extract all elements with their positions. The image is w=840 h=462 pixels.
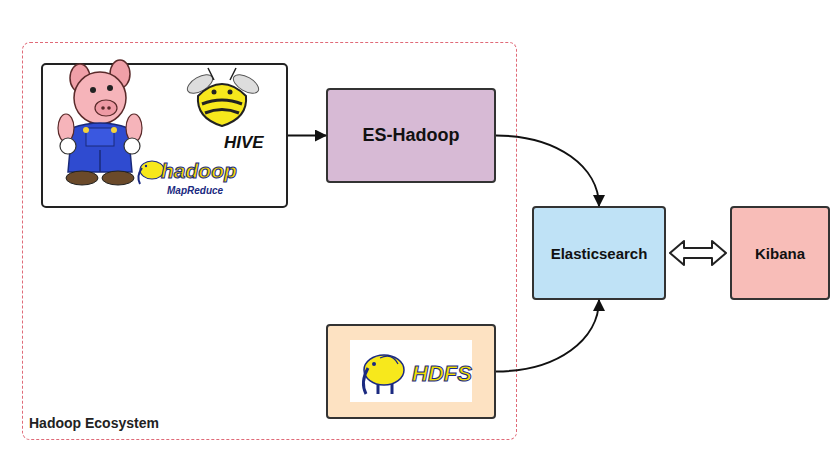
flow-arrow xyxy=(496,300,599,372)
hdfs-logo-text: HDFS xyxy=(412,361,472,387)
box-label: Elasticsearch xyxy=(551,245,648,262)
process-box: ES-Hadoop xyxy=(326,88,496,183)
hadoop-logo-text: hadoop xyxy=(161,159,237,183)
double-arrow xyxy=(670,241,726,265)
process-box: Elasticsearch xyxy=(532,206,666,300)
flow-arrow xyxy=(288,135,326,137)
process-box: Kibana xyxy=(730,206,830,300)
logo-box: HIVE hadoopMapReduce xyxy=(41,63,288,208)
mapreduce-logo-text: MapReduce xyxy=(167,185,223,196)
group-boundary: Hadoop Ecosystem HIVE hadoopMapReduce ES-Ha… xyxy=(22,42,517,440)
storage-box: HDFS xyxy=(326,324,496,419)
box-label: ES-Hadoop xyxy=(363,125,460,146)
box-label: Kibana xyxy=(755,245,805,262)
hive-logo-text: HIVE xyxy=(224,133,264,153)
group-label: Hadoop Ecosystem xyxy=(29,415,159,431)
flow-arrow xyxy=(496,136,599,207)
